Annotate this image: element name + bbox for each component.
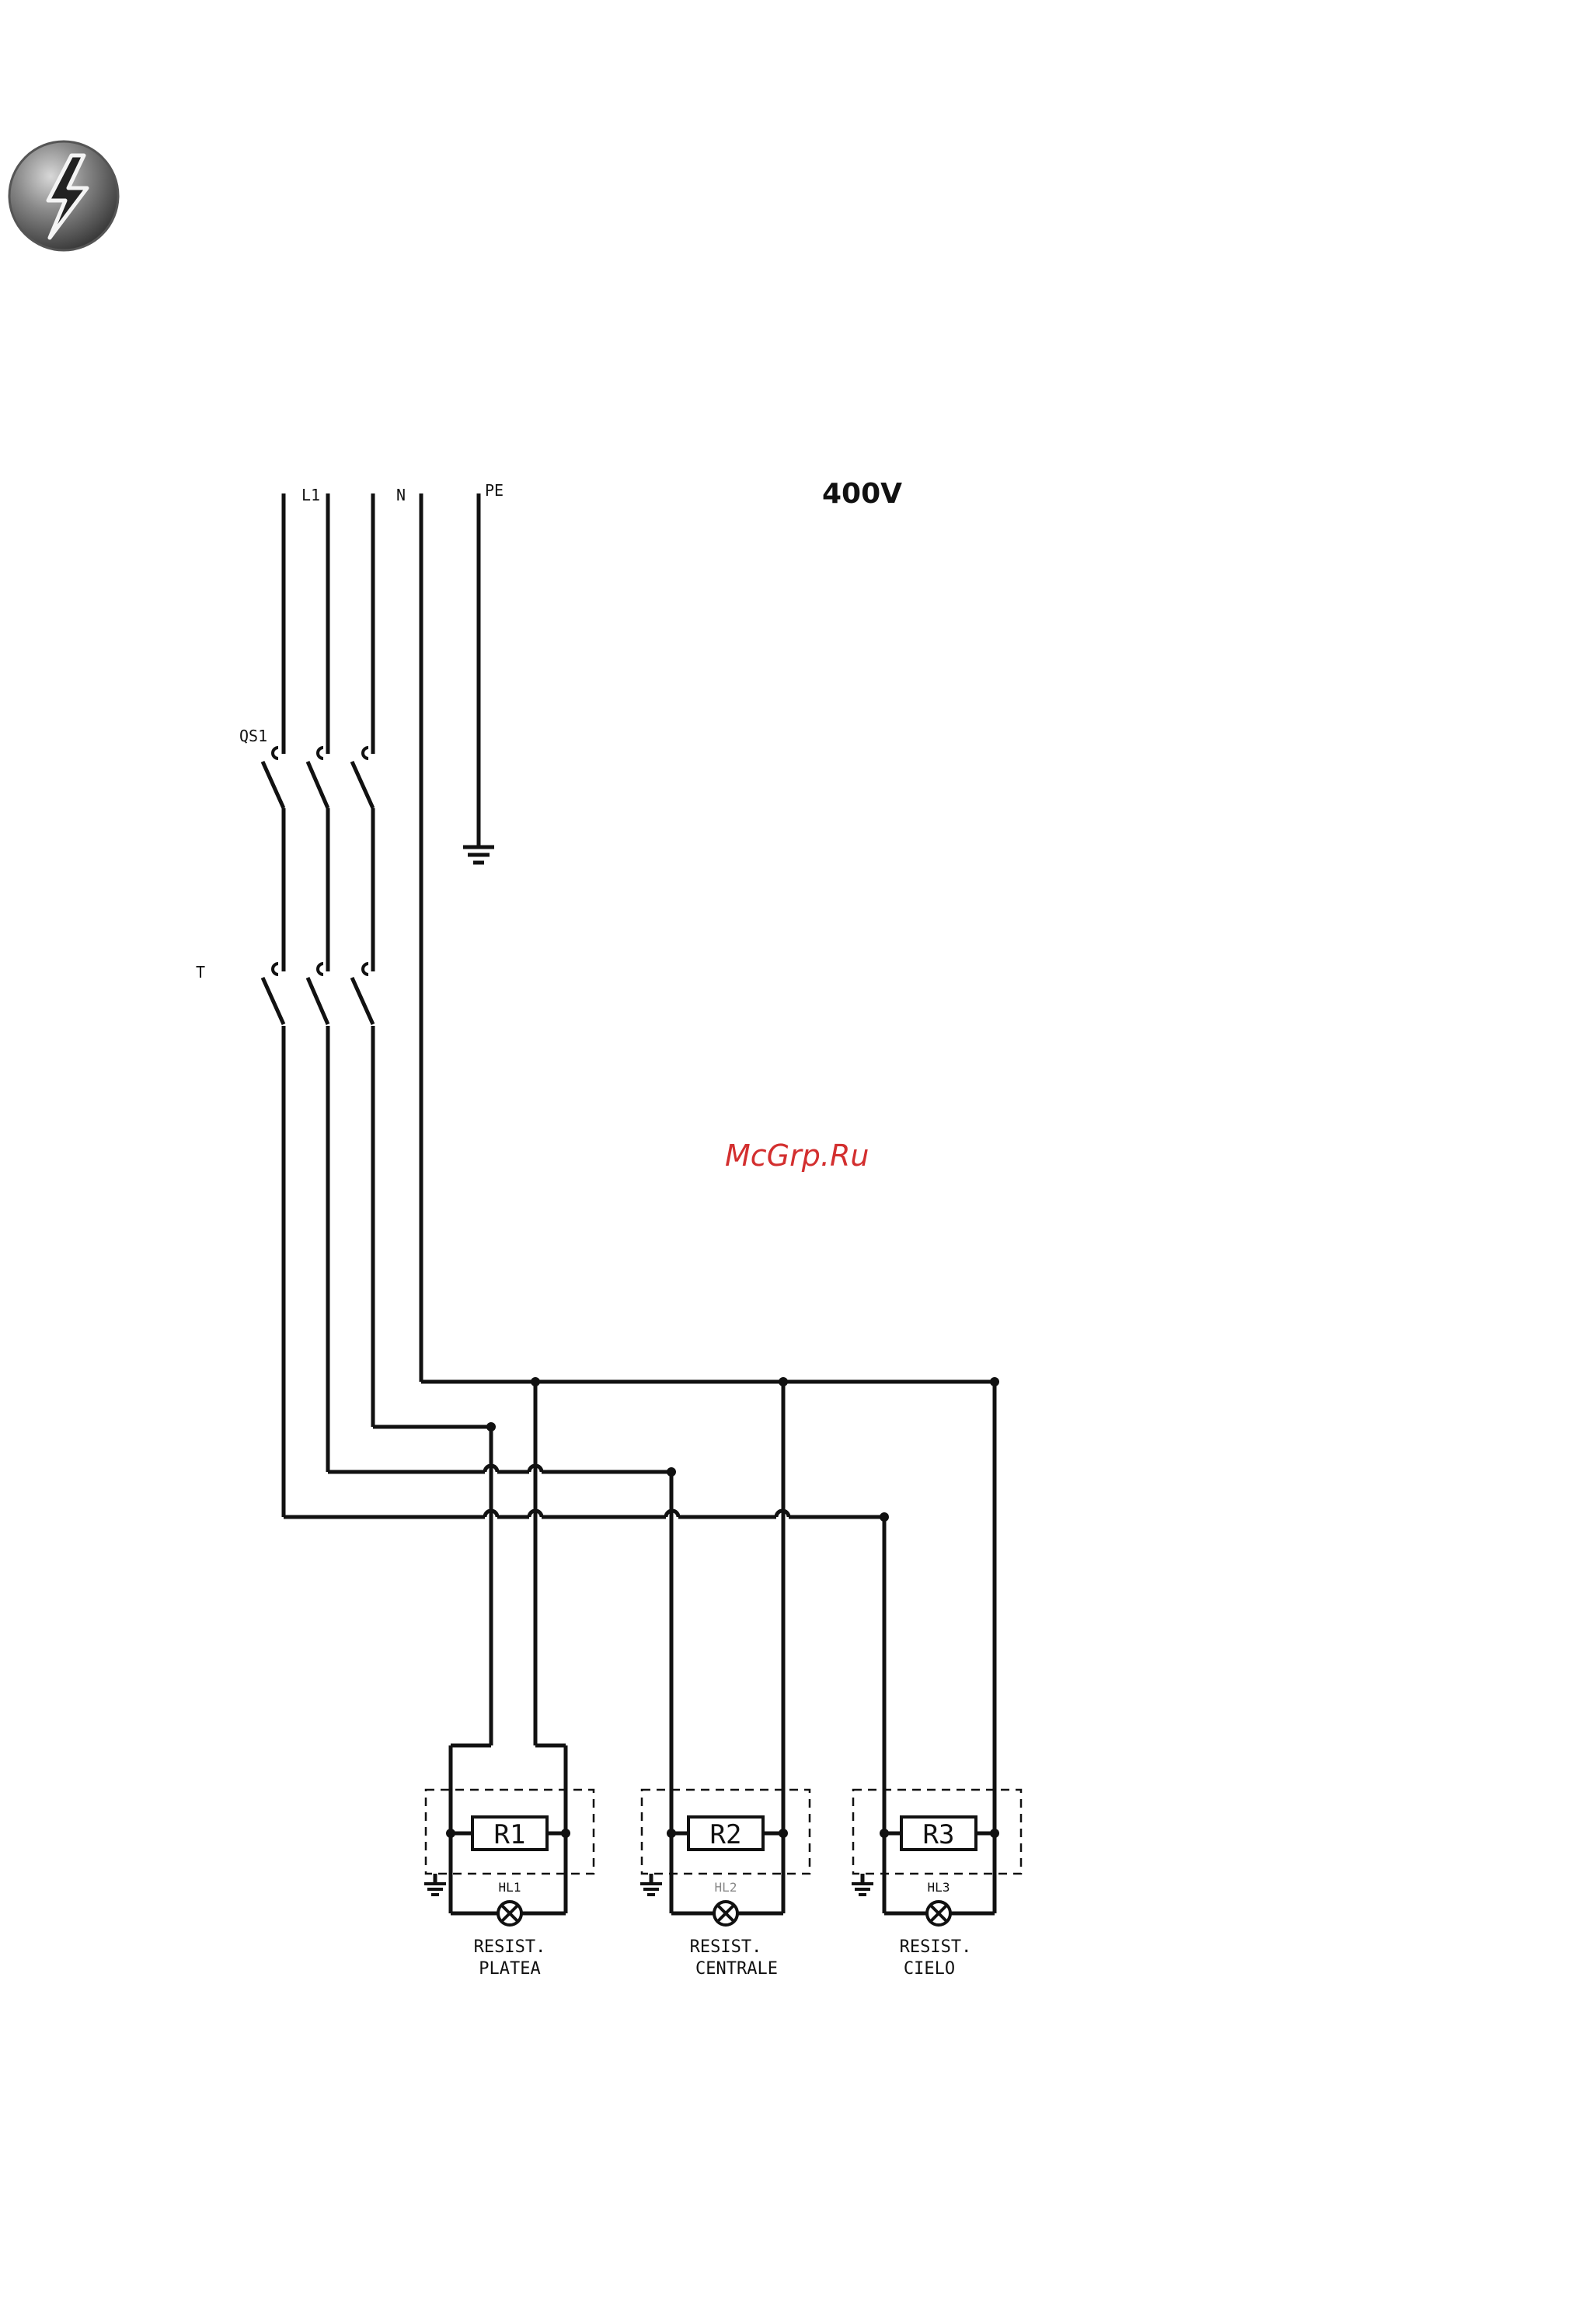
conductor-label-n: N [396,486,406,504]
earth-symbol [463,847,494,863]
conductor-label-pe: PE [485,481,504,500]
element-caption-line1: RESIST. [690,1937,762,1957]
distribution-buses [284,1382,995,1517]
resistor-label: R1 [494,1819,526,1850]
lamp-label: HL1 [499,1880,521,1895]
lamp-label: HL2 [715,1880,737,1895]
thermostat-t [263,964,373,1024]
element-caption-line1: RESIST. [900,1937,972,1957]
watermark: McGrp.Ru [725,1139,869,1173]
conductor-label-l1: L1 [301,486,320,504]
resistor-label: R2 [710,1819,742,1850]
thermostat-label: T [196,963,205,982]
voltage-label: 400V [822,478,902,510]
element-caption-line2: PLATEA [479,1959,540,1979]
supply-conductors [284,493,479,1517]
resistor-label: R3 [923,1819,955,1850]
main-switch-qs1 [263,748,373,808]
lightning-bolt-icon [9,141,118,250]
element-caption-line2: CIELO [904,1959,955,1979]
element-caption-line1: RESIST. [474,1937,546,1957]
lamp-label: HL3 [928,1880,950,1895]
element-caption-line2: CENTRALE [695,1959,778,1979]
main-switch-label: QS1 [239,727,267,745]
junction-dots [486,1377,999,1522]
